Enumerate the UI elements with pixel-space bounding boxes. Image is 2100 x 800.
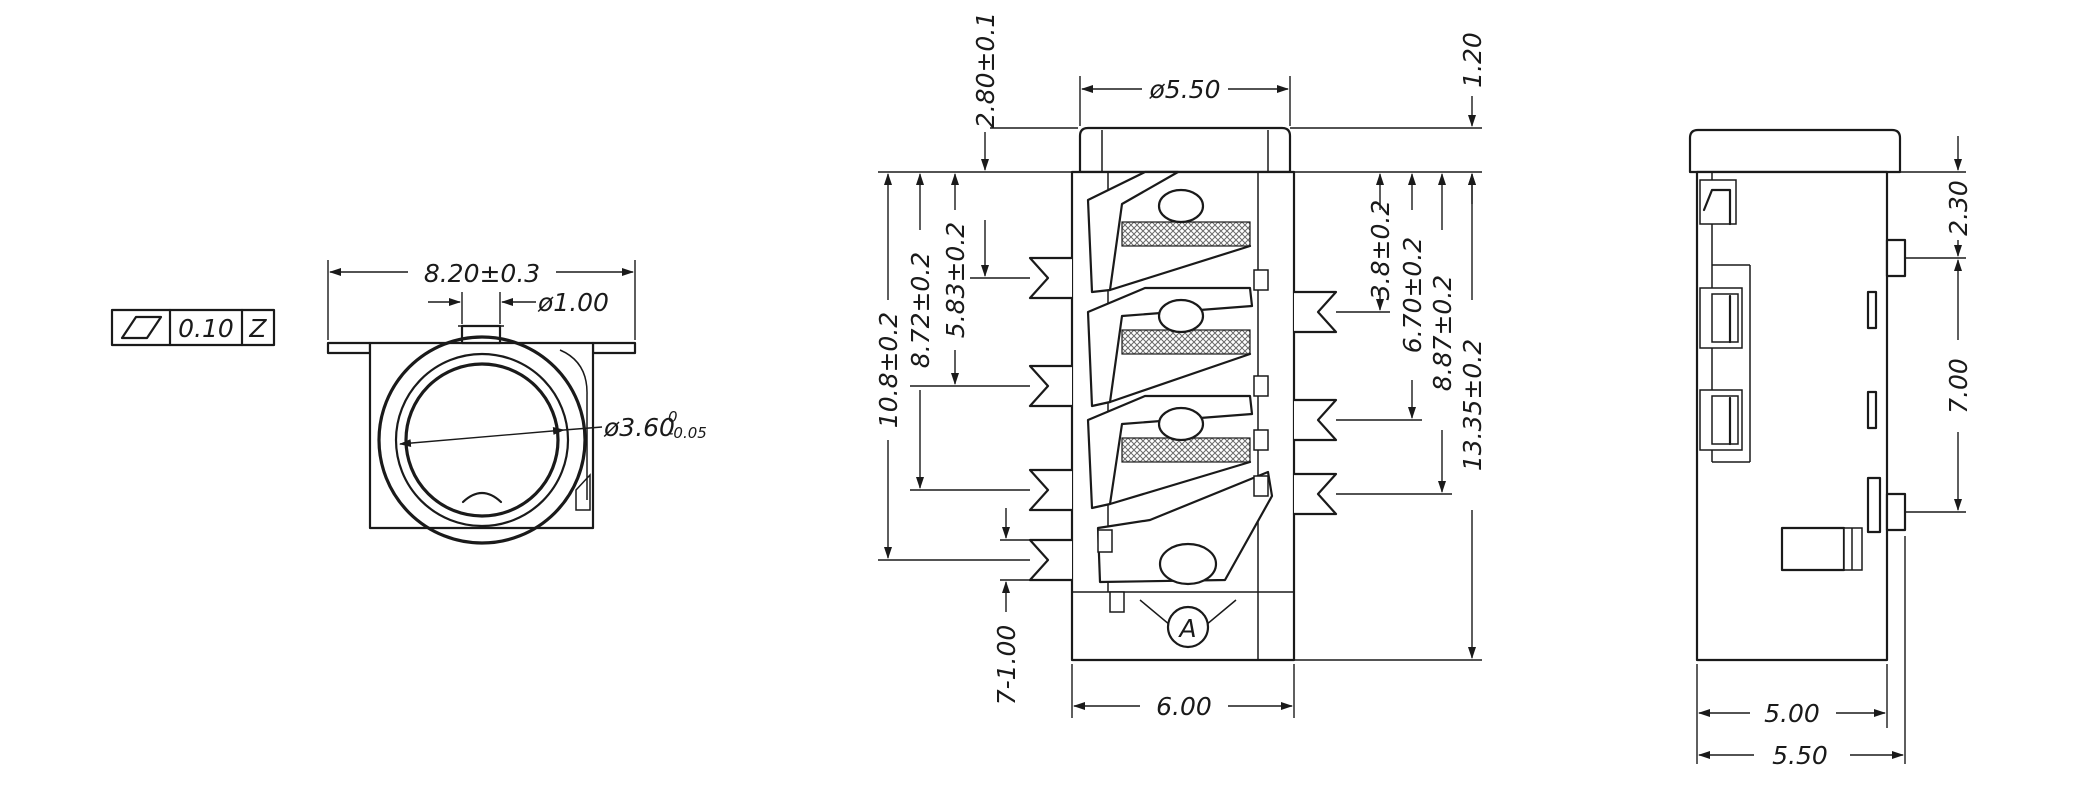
flatness-datum: Z xyxy=(248,314,267,343)
dim-left-10-8: 10.8±0.2 xyxy=(874,312,903,428)
dim-left-5-83: 5.83±0.2 xyxy=(941,222,970,338)
dim-width-8-20: 8.20±0.3 xyxy=(424,259,540,288)
flatness-tolerance: 0.10 xyxy=(178,314,234,343)
dim-side-body: 5.00 xyxy=(1764,699,1820,728)
dim-right-6-70: 6.70±0.2 xyxy=(1398,237,1427,353)
front-view: 0.10 Z 8.20±0.3 ø1.00 ø3.60 0 -0.05 xyxy=(110,259,707,545)
left-pins xyxy=(1028,256,1074,582)
dim-side-top: 2.30 xyxy=(1944,180,1973,236)
bore-tol-upper: 0 xyxy=(668,408,678,426)
dim-right-3-8: 3.8±0.2 xyxy=(1366,200,1395,300)
flatness-symbol-icon xyxy=(120,315,163,340)
datum-marker-label: A xyxy=(1177,614,1196,643)
dim-width-6-00: 6.00 xyxy=(1156,692,1212,721)
dim-pin-pitch: 7-1.00 xyxy=(992,625,1021,706)
dim-right-8-87: 8.87±0.2 xyxy=(1428,275,1457,391)
dim-cap-height: 1.20 xyxy=(1458,32,1487,88)
dim-left-8-72: 8.72±0.2 xyxy=(906,252,935,368)
datum-marker-icon xyxy=(1166,605,1210,649)
side-contacts xyxy=(1699,179,1743,451)
top-view: A ø5.50 1.20 3.8±0.2 6.70±0.2 8.87±0.2 1… xyxy=(874,12,1487,721)
right-pins xyxy=(1292,290,1338,516)
dim-offset-2-80: 2.80±0.1 xyxy=(971,12,1000,128)
dim-tab-diameter: ø1.00 xyxy=(537,288,609,317)
flatness-frame: 0.10 Z xyxy=(110,308,276,347)
dim-cap-diameter: ø5.50 xyxy=(1149,75,1221,104)
side-pins xyxy=(1866,238,1907,534)
bore-tol-lower: -0.05 xyxy=(668,424,707,442)
dim-bore-diameter: ø3.60 xyxy=(603,413,675,442)
dim-side-overall: 5.50 xyxy=(1772,741,1828,770)
dim-right-13-35: 13.35±0.2 xyxy=(1458,339,1487,471)
dim-side-pin-span: 7.00 xyxy=(1944,358,1973,414)
contact-springs xyxy=(1086,170,1274,613)
side-view: 2.30 7.00 5.00 5.50 xyxy=(1688,128,1973,770)
